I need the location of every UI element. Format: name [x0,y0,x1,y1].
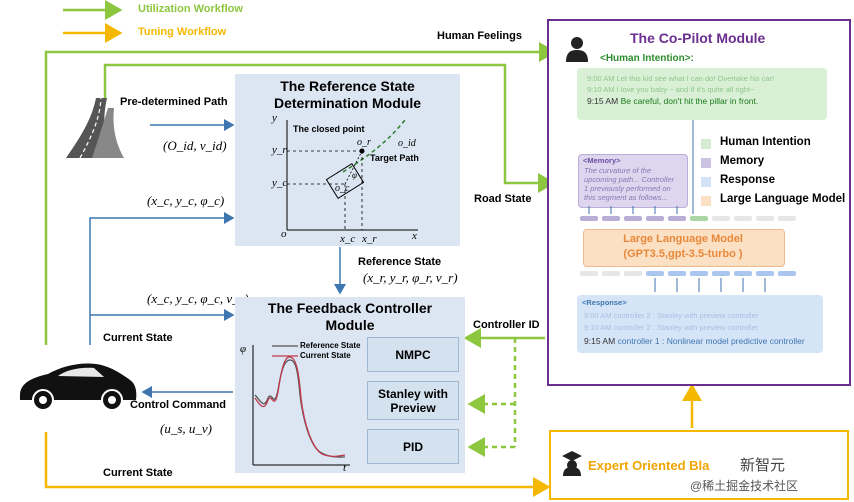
ref-axis-x: x [412,230,417,242]
closed-point-label: The closed point [293,124,365,134]
response-1: 9:00 AM controller 2 : Stanley with prev… [584,311,759,320]
intention-message-1: 9:00 AM Let this kid see what I can do! … [587,74,775,83]
copilot-legend-response: Response [720,174,775,186]
xr-label: x_r [362,233,377,245]
human-feelings-line [44,42,557,345]
reference-state-label: Reference State [358,256,442,268]
intention-box [577,68,827,120]
xyphi-label: (x_c, y_c, φ_c) [147,193,225,208]
feedback-module-title: The Feedback Controller Module [267,300,433,333]
expert-title: Expert Oriented Bla [588,458,710,473]
reference-module-title: The Reference State Determination Module [273,78,421,111]
road-state-label: Road State [474,193,532,205]
controller-id-label: Controller ID [473,319,540,331]
controller-pid: PID [367,429,459,464]
controller-nmpc: NMPC [367,337,459,372]
response-box [577,295,823,353]
llm-box [583,229,785,267]
human-feelings-label: Human Feelings [437,30,522,42]
ref-axis-y: y [272,112,277,124]
current-state-label-2: Current State [103,467,173,479]
intention-message-3: 9:15 AM Be careful, don't hit the pillar… [587,96,759,106]
memory-line-2: upcoming path... Controller [584,175,675,184]
intention-header: <Human Intention>: [600,53,694,64]
xc-label: x_c [340,233,356,245]
control-command-label: Control Command [130,399,226,411]
expert-module [549,430,849,500]
memory-header: <Memory> [583,156,621,165]
legend-swatch-intention [701,139,711,149]
response-header: <Response> [582,298,627,307]
copilot-title: The Co-Pilot Module [630,30,766,46]
tuning-line [44,432,551,497]
memory-line-1: The curvature of the [584,166,652,175]
yc-label: y_c [272,177,288,189]
legend-utilization: Utilization Workflow [138,3,243,15]
response-2: 9:10 AM controller 2 : Stanley with prev… [584,323,759,332]
feedback-axis-y: φ [240,343,247,355]
target-path-label: Target Path [370,153,419,163]
ref-origin: o [281,228,287,240]
controller-stanley: Stanley with Preview [367,381,459,420]
xyphiv-label: (x_c, y_c, φ_c, v_c) [147,291,249,306]
copilot-legend-intention: Human Intention [720,136,811,148]
reference-module: The Reference State Determination Module [235,74,460,246]
legend-swatch-memory [701,158,711,168]
yr-label: y_r [272,144,287,156]
road-state-line [103,63,556,193]
response-3: 9:15 AM controller 1 : Nonlinear model p… [584,336,805,346]
copilot-legend-llm: Large Language Model [720,193,846,205]
intention-message-2: 9:10 AM I love you baby ~ and If it's qu… [587,85,755,94]
predetermined-path-label: Pre-determined Path [120,96,228,108]
llm-title: Large Language Model [623,233,743,245]
current-state-label-1: Current State [103,332,173,344]
u-label: (u_s, u_v) [160,421,212,436]
or-label: o_r [357,137,371,148]
oid-label: o_id [398,138,416,149]
watermark-2: @稀土掘金技术社区 [690,479,799,493]
legend-tuning: Tuning Workflow [138,26,227,38]
legend-swatch-llm [701,196,711,206]
legend-swatch-response [701,177,711,187]
feedback-axis-x: t [343,462,347,474]
reference-state-vars: (x_r, y_r, φ_r, v_r) [363,270,458,285]
feedback-legend-cur: Current State [300,351,351,360]
copilot-legend-memory: Memory [720,155,765,167]
watermark-1: 新智元 [740,457,786,474]
llm-subtitle: (GPT3.5,gpt-3.5-turbo ) [623,248,743,260]
phi-label: φ [352,170,357,180]
memory-line-4: this segment as follows... [584,193,668,202]
memory-line-3: 1 previously performed on [584,184,671,193]
oc-label: o_c [335,183,350,194]
feedback-legend-ref: Reference State [300,341,361,350]
o-v-label: (O_id, v_id) [163,138,227,153]
